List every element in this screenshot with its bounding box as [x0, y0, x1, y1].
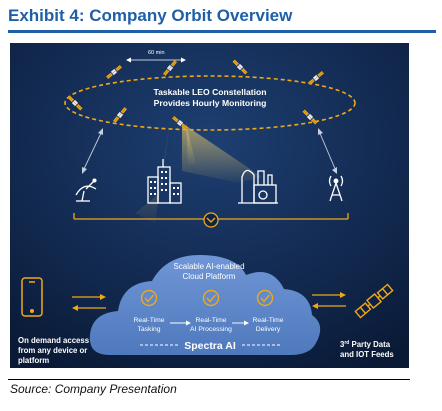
source-divider — [8, 379, 410, 380]
satellite-dish-icon — [75, 178, 97, 202]
arrowhead — [312, 303, 318, 309]
left-caption-line3: platform — [18, 356, 49, 365]
city-buildings-icon — [147, 159, 182, 204]
arrowhead — [82, 167, 87, 174]
arrowhead — [340, 292, 346, 298]
expand-chevron-icon — [203, 212, 219, 228]
step-check-icon — [256, 289, 274, 307]
arrowhead — [186, 320, 191, 326]
third-party-satellite-icon — [354, 283, 394, 319]
interval-arrow-left — [126, 57, 131, 63]
step-label-line2: Tasking — [137, 326, 160, 333]
platform-name: Spectra AI — [184, 340, 236, 352]
cloud-platform-shape — [89, 255, 321, 355]
cloud-label-line2: Cloud Platform — [183, 272, 236, 281]
orbit-ring — [64, 75, 356, 131]
source-note: Source: Company Presentation — [10, 382, 177, 396]
interval-arrow-right — [181, 57, 186, 63]
arrowhead — [318, 128, 323, 135]
orbit-interval-label: 60 min — [148, 50, 165, 56]
step-label-line2: AI Processing — [190, 326, 232, 333]
left-caption-line2: from any device or — [18, 346, 87, 355]
uplink-arrow-left — [82, 130, 103, 172]
step-label-line1: Real-Time — [195, 317, 226, 324]
constellation-label-line1: Taskable LEO Constellation — [153, 87, 266, 97]
step-label-line2: Delivery — [256, 326, 281, 333]
arrowhead — [332, 167, 337, 174]
arrowhead — [100, 294, 106, 300]
orbit-overview-diagram: 60 min Taskable LEO Constellation Provid… — [10, 43, 409, 368]
left-caption-line1: On demand access — [18, 336, 90, 345]
step-check-icon — [140, 289, 158, 307]
step-label-line1: Real-Time — [252, 317, 283, 324]
step-label-line1: Real-Time — [133, 317, 164, 324]
radio-tower-icon — [328, 175, 344, 202]
coverage-beam — [182, 123, 262, 183]
factory-icon — [238, 169, 278, 204]
exhibit-title: Exhibit 4: Company Orbit Overview — [8, 6, 293, 25]
uplink-arrow-right — [318, 130, 337, 172]
arrowhead — [98, 128, 103, 135]
arrowhead — [244, 320, 249, 326]
right-caption-line1: 3rd Party Data — [340, 340, 391, 349]
coverage-beam — [186, 123, 196, 165]
right-caption-line2: and IOT Feeds — [340, 350, 394, 359]
arrowhead — [72, 305, 78, 311]
cloud-label-line1: Scalable AI-enabled — [173, 262, 244, 271]
step-check-icon — [202, 289, 220, 307]
title-divider — [8, 30, 436, 33]
mobile-phone-icon — [21, 277, 43, 317]
constellation-label-line2: Provides Hourly Monitoring — [154, 98, 267, 108]
